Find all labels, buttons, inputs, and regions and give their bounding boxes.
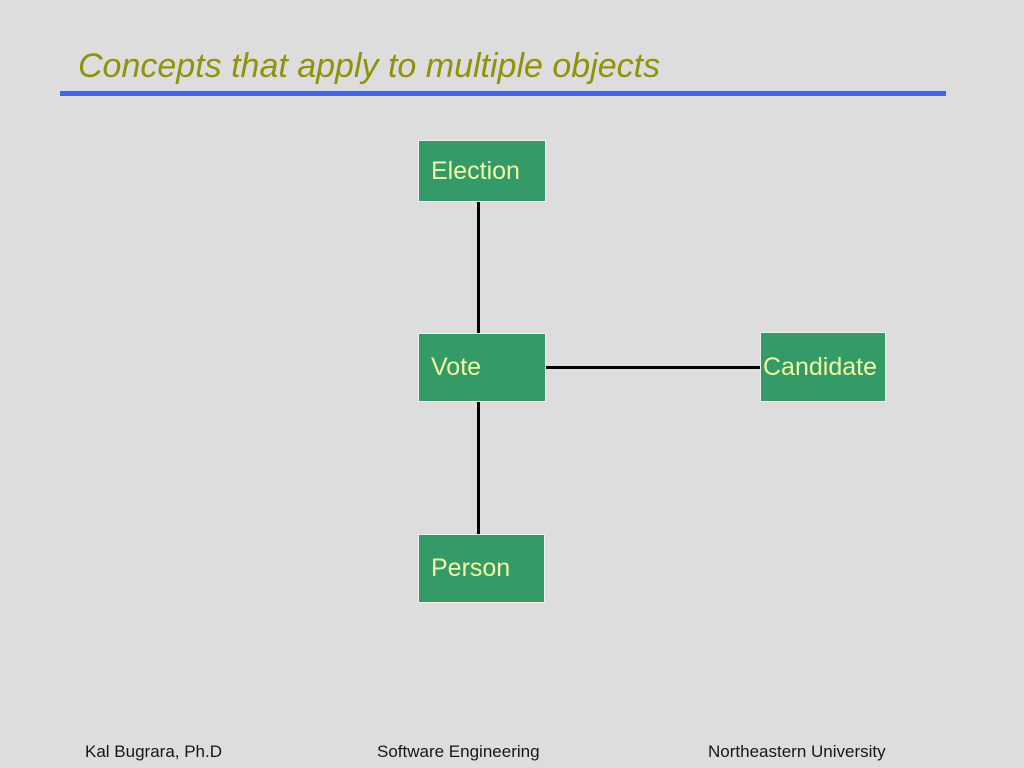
diagram-node-label: Election bbox=[431, 156, 520, 185]
slide-footer: Kal Bugrara, Ph.D Software Engineering N… bbox=[0, 742, 1024, 768]
diagram-node-label: Person bbox=[431, 554, 511, 582]
diagram-node-vote[interactable]: Vote bbox=[418, 333, 546, 402]
footer-course: Software Engineering bbox=[377, 742, 540, 761]
diagram-node-election[interactable]: Election bbox=[418, 140, 546, 202]
footer-author: Kal Bugrara, Ph.D bbox=[85, 742, 223, 761]
page-title: Concepts that apply to multiple objects bbox=[78, 46, 661, 85]
edge-vote-candidate bbox=[545, 366, 762, 369]
diagram-node-person[interactable]: Person bbox=[418, 534, 545, 603]
diagram-node-label: Candidate bbox=[763, 352, 877, 381]
footer-organization: Northeastern University bbox=[708, 742, 886, 761]
edge-election-vote bbox=[477, 200, 480, 336]
diagram-node-candidate[interactable]: Candidate bbox=[760, 332, 886, 402]
diagram-node-label: Vote bbox=[431, 353, 482, 381]
title-underline-rule bbox=[60, 91, 946, 96]
edge-vote-person bbox=[477, 400, 480, 536]
